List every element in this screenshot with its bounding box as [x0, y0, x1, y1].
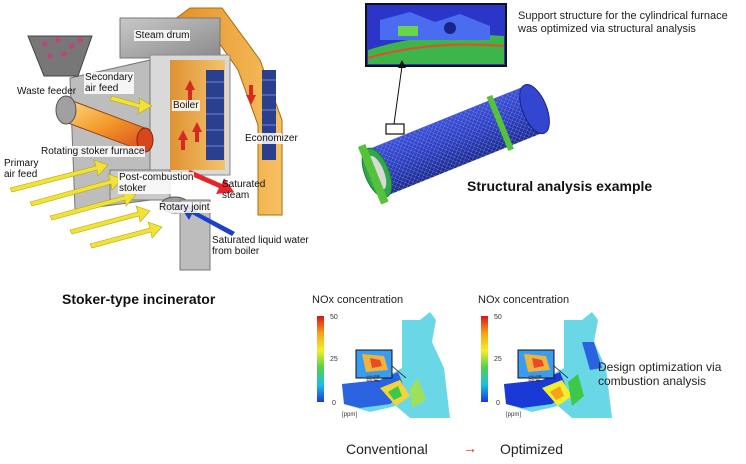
rotating-stoker-cylinder	[55, 95, 154, 153]
label-boiler: Boiler	[172, 100, 200, 111]
inset-label-2: 前壁	[528, 376, 542, 383]
combustion-note: Design optimization via combustion analy…	[598, 360, 722, 388]
cylindrical-furnace-model	[357, 84, 550, 205]
incinerator-diagram: Steam drum Waste feeder Secondary air fe…	[0, 0, 310, 307]
nox-field-optimized	[504, 312, 612, 418]
structural-caption: Structural analysis example	[467, 178, 653, 194]
scale-mid-2: 25	[494, 356, 502, 363]
label-post-combustion: Post-combustion stoker	[118, 172, 195, 194]
incinerator-caption: Stoker-type incinerator	[62, 291, 216, 307]
color-scale-1	[317, 316, 324, 402]
label-waste-feeder: Waste feeder	[17, 86, 77, 97]
label-economizer: Economizer	[244, 133, 299, 144]
structural-note: Support structure for the cylindrical fu…	[518, 10, 728, 35]
incinerator-illustration	[9, 7, 283, 271]
structural-analysis-illustration	[357, 3, 550, 205]
zoom-inset	[365, 3, 507, 67]
saturated-steam-arrow	[187, 170, 234, 194]
scale-min-1: 0	[332, 400, 336, 407]
scale-mid-1: 25	[330, 356, 338, 363]
label-primary-air: Primary air feed	[4, 158, 39, 180]
label-saturated-steam: Saturated steam	[222, 179, 266, 201]
color-scale-2	[481, 316, 488, 402]
label-steam-drum: Steam drum	[134, 30, 191, 41]
scale-min-2: 0	[496, 400, 500, 407]
boiler-tubes	[206, 70, 224, 160]
unit-2: [ppm]	[506, 412, 522, 418]
saturated-water-arrow	[180, 206, 235, 236]
scale-max-1: 50	[330, 314, 338, 321]
label-rotating-stoker: Rotating stoker furnace	[40, 146, 146, 157]
primary-air-arrows	[9, 95, 163, 249]
map-title-1: NOx concentration	[312, 294, 404, 306]
nox-field-conventional	[342, 312, 450, 418]
map-title-2: NOx concentration	[478, 294, 570, 306]
combustion-map-1: NOx concentration 50 25 0 [ppm] 前壁	[312, 290, 462, 420]
inset-label-1: 前壁	[366, 376, 380, 383]
label-rotary-joint: Rotary joint	[158, 202, 211, 213]
structural-analysis-section: Support structure for the cylindrical fu…	[340, 0, 746, 210]
unit-1: [ppm]	[342, 412, 358, 418]
label-optimized: Optimized	[500, 441, 564, 457]
arrow-conventional-to-optimized: →	[463, 440, 477, 456]
label-conventional: Conventional	[346, 441, 428, 457]
scale-max-2: 50	[494, 314, 502, 321]
economizer-tubes	[262, 70, 276, 160]
label-secondary-air: Secondary air feed	[84, 72, 134, 94]
combustion-map-2: NOx concentration 50 25 0 [ppm] 前壁	[474, 290, 624, 420]
label-saturated-water: Saturated liquid water from boiler	[212, 235, 309, 257]
